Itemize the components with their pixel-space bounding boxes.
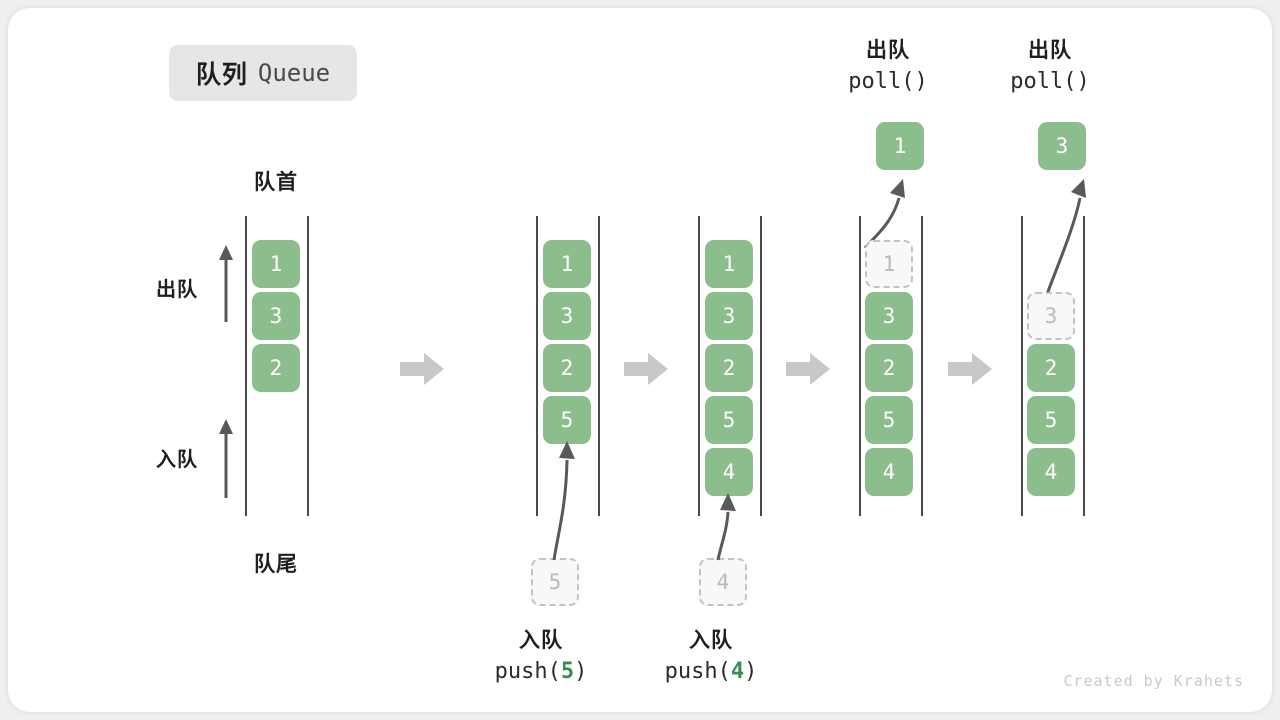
cell-col2-2: 2 [543,344,591,392]
separator-arrow-1 [400,353,444,385]
caption-col3-cn: 入队 [689,629,733,652]
cell-col3-2: 2 [705,344,753,392]
rail-right-col3 [760,216,762,516]
cell-col4-2: 2 [865,344,913,392]
cell-col3-1: 3 [705,292,753,340]
rail-left-col1 [245,216,247,516]
cell-col1-2: 2 [252,344,300,392]
popped-cell-col4: 1 [876,122,924,170]
rail-right-col4 [921,216,923,516]
separator-arrow-3 [786,353,830,385]
cell-col5-1: 2 [1027,344,1075,392]
header-col5-code: poll() [1010,69,1090,95]
header-col5: 出队 poll() [970,36,1130,98]
label-rear: 队尾 [254,553,298,576]
cell-col2-0: 1 [543,240,591,288]
rail-left-col4 [859,216,861,516]
separator-arrow-4 [948,353,992,385]
label-dequeue: 出队 [156,279,198,301]
footer-credit: Created by Krahets [1063,672,1244,690]
header-col4-code: poll() [848,69,928,95]
caption-col3: 入队 push(4) [616,626,806,688]
rail-left-col5 [1021,216,1023,516]
rail-right-col2 [598,216,600,516]
caption-col2-code: push(5) [494,659,588,685]
rail-left-col3 [698,216,700,516]
cell-col5-3: 4 [1027,448,1075,496]
cell-col2-3: 5 [543,396,591,444]
enqueue-direction-arrow [219,419,233,498]
rail-right-col5 [1083,216,1085,516]
diagram-card: 队列 Queue 队首 1 3 2 队尾 出队 入队 1 3 2 5 5 入队 … [8,8,1272,712]
separator-arrow-2 [624,353,668,385]
ghost-cell-col5: 3 [1027,292,1075,340]
dequeue-direction-arrow [219,245,233,322]
incoming-cell-col3: 4 [699,558,747,606]
cell-col3-0: 1 [705,240,753,288]
label-enqueue: 入队 [156,449,198,471]
header-col4-cn: 出队 [866,39,910,62]
poll-arrow-col5 [1043,179,1086,301]
caption-col3-code: push(4) [664,659,758,685]
cell-col3-3: 5 [705,396,753,444]
header-col5-cn: 出队 [1028,39,1072,62]
cell-col4-4: 4 [865,448,913,496]
cell-col1-0: 1 [252,240,300,288]
popped-cell-col5: 3 [1038,122,1086,170]
rail-right-col1 [307,216,309,516]
cell-col4-3: 5 [865,396,913,444]
incoming-cell-col2: 5 [531,558,579,606]
label-front: 队首 [254,171,298,194]
title-badge: 队列 Queue [169,45,357,101]
cell-col4-1: 3 [865,292,913,340]
cell-col2-1: 3 [543,292,591,340]
cell-col5-2: 5 [1027,396,1075,444]
cell-col1-1: 3 [252,292,300,340]
title-cn: 队列 [195,61,248,89]
cell-col3-4: 4 [705,448,753,496]
title-en: Queue [257,59,331,87]
header-col4: 出队 poll() [808,36,968,98]
ghost-cell-col4: 1 [865,240,913,288]
push-arrow-col3 [716,493,736,561]
push-arrow-col2 [552,441,575,561]
rail-left-col2 [536,216,538,516]
caption-col2: 入队 push(5) [446,626,636,688]
caption-col2-cn: 入队 [519,629,563,652]
